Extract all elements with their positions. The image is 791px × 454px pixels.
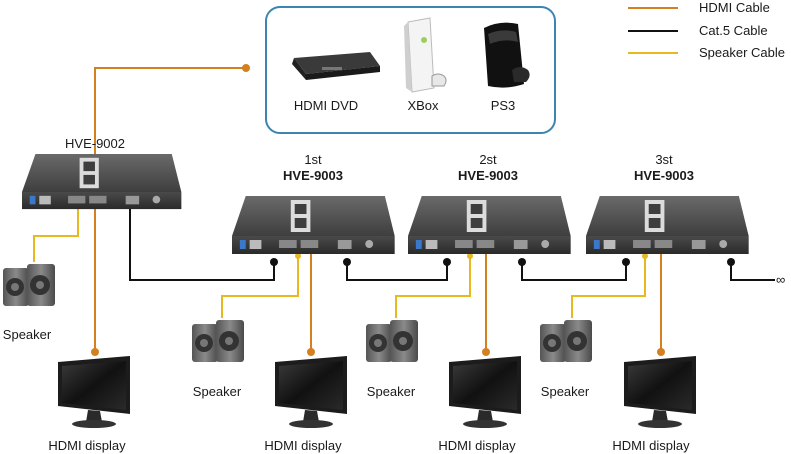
speaker-label: Speaker <box>540 384 590 399</box>
legend-cat5-label: Cat.5 Cable <box>699 23 768 38</box>
hdmi-cable-endpoints <box>91 64 665 356</box>
receiver-device-1 <box>232 196 395 254</box>
source-label-xbox: XBox <box>407 98 439 113</box>
display-label: HDMI display <box>438 438 516 453</box>
monitor-icon <box>449 356 521 428</box>
legend-hdmi-label: HDMI Cable <box>699 0 770 15</box>
xbox-console-icon <box>404 17 447 93</box>
source-label-ps3: PS3 <box>490 98 516 113</box>
receiver-3-order: 3st <box>655 152 673 167</box>
monitor-icon <box>275 356 347 428</box>
monitor-icon <box>624 356 696 428</box>
speaker-label: Speaker <box>2 327 52 342</box>
receiver-1-model: HVE-9003 <box>283 168 343 183</box>
speaker-cables <box>33 196 646 318</box>
hdmi-cables <box>94 67 662 352</box>
monitor-icon <box>58 356 130 428</box>
receiver-device-2 <box>408 196 571 254</box>
receiver-1-order: 1st <box>304 152 322 167</box>
speaker-icon <box>540 320 592 362</box>
sender-label: HVE-9002 <box>65 136 125 151</box>
infinity-symbol: ∞ <box>776 272 786 287</box>
speaker-label: Speaker <box>366 384 416 399</box>
receiver-device-3 <box>586 196 749 254</box>
legend-speaker-label: Speaker Cable <box>699 45 785 60</box>
display-label: HDMI display <box>612 438 690 453</box>
speaker-icon <box>3 264 55 306</box>
receiver-2-model: HVE-9003 <box>458 168 518 183</box>
dvd-player-icon <box>292 52 380 80</box>
source-label-dvd: HDMI DVD <box>293 98 359 113</box>
receiver-3-model: HVE-9003 <box>634 168 694 183</box>
display-label: HDMI display <box>264 438 342 453</box>
speaker-icon <box>192 320 244 362</box>
sender-device <box>22 154 182 210</box>
speaker-icon <box>366 320 418 362</box>
display-label: HDMI display <box>48 438 126 453</box>
speaker-label: Speaker <box>192 384 242 399</box>
cat5-cables <box>129 205 775 281</box>
receiver-2-order: 2st <box>479 152 497 167</box>
ps3-console-icon <box>484 22 530 88</box>
